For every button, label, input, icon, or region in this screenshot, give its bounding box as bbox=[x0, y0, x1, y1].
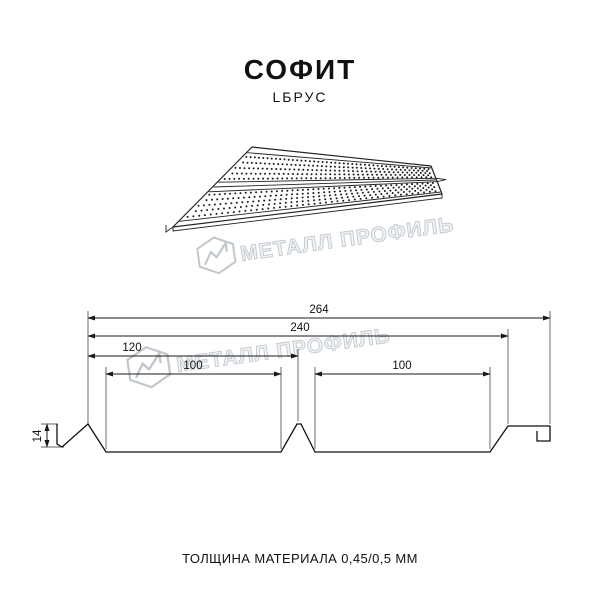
panel-left-lip bbox=[165, 225, 174, 233]
dim-240-label: 240 bbox=[290, 322, 309, 334]
dim-14-label: 14 bbox=[32, 429, 44, 442]
panel-front-edge bbox=[172, 194, 443, 232]
dim-100-left-label: 100 bbox=[183, 360, 202, 372]
dimension-100-right: 100 bbox=[314, 360, 491, 377]
dim-120-label: 120 bbox=[122, 342, 141, 354]
dimension-14: 14 bbox=[32, 423, 64, 448]
dimension-120: 120 bbox=[87, 342, 299, 359]
dimension-264: 264 bbox=[87, 304, 551, 321]
perforation-dots bbox=[186, 155, 437, 218]
profile-outline bbox=[56, 423, 551, 453]
dim-264-label: 264 bbox=[309, 304, 329, 316]
dimension-240: 240 bbox=[87, 322, 509, 339]
dim-100-right-label: 100 bbox=[392, 360, 411, 372]
panel-fold-lines bbox=[179, 152, 441, 222]
cross-section-view: 264 240 120 100 100 14 bbox=[32, 304, 551, 453]
watermark-2: МЕТАЛЛ ПРОФИЛЬ bbox=[126, 324, 392, 389]
material-caption: ТОЛЩИНА МАТЕРИАЛА 0,45/0,5 ММ bbox=[182, 551, 418, 566]
watermark-text: МЕТАЛЛ ПРОФИЛЬ bbox=[239, 213, 456, 266]
page-title: СОФИТ bbox=[243, 54, 357, 85]
metall-profil-logo-icon bbox=[196, 236, 237, 275]
product-subtitle: LБРУС bbox=[272, 89, 328, 105]
soffit-3d-view bbox=[165, 146, 447, 233]
panel-end-rib bbox=[435, 177, 447, 183]
watermark-text: МЕТАЛЛ ПРОФИЛЬ bbox=[175, 324, 392, 377]
dimension-100-left: 100 bbox=[105, 360, 282, 377]
